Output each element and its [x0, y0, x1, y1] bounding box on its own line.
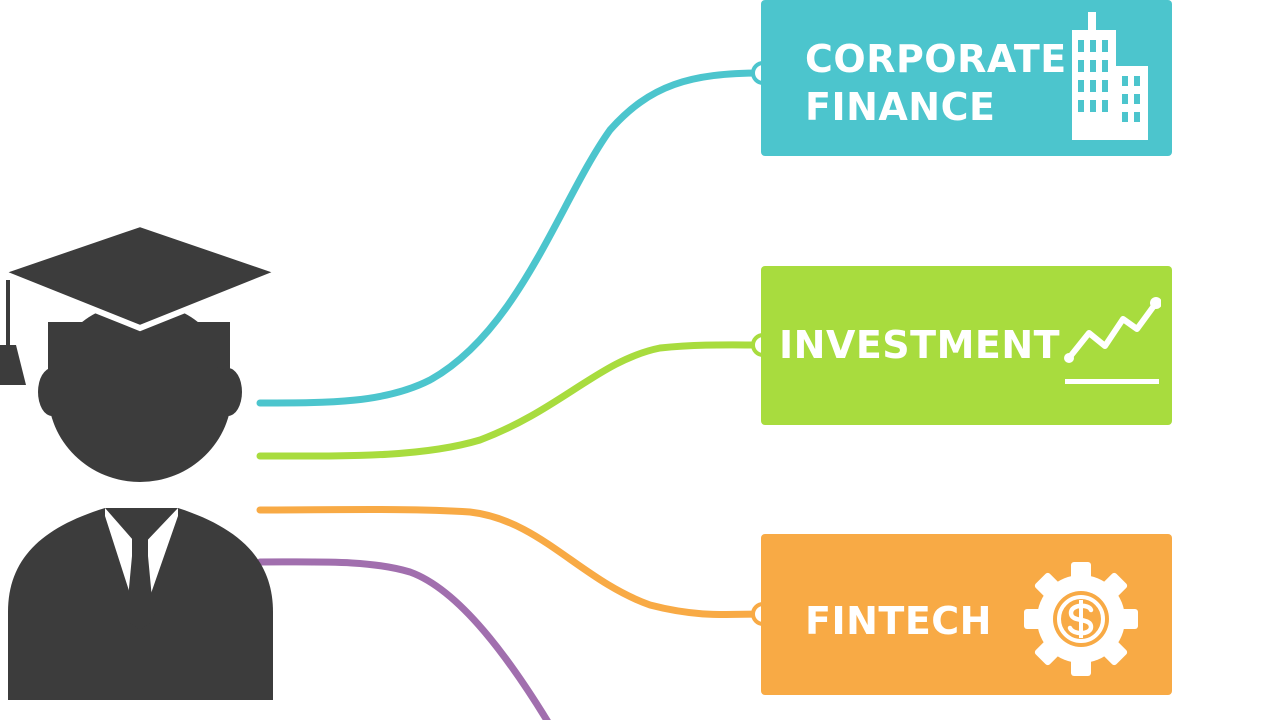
card-label-investment: INVESTMENT [779, 322, 1060, 370]
office-buildings-icon [1072, 12, 1148, 140]
connector-corporate-finance [256, 69, 766, 407]
connector-fintech [256, 506, 766, 619]
graduate-icon [0, 220, 289, 700]
card-label-line1: FINTECH [805, 599, 992, 643]
card-label-line2: FINANCE [805, 84, 996, 129]
graduate-tie [126, 538, 154, 630]
card-fintech: FINTECH [761, 534, 1172, 695]
connector-investment [256, 341, 766, 460]
card-label-line1: CORPORATE [805, 37, 1067, 81]
dollar-gear-icon [1024, 562, 1138, 676]
graduate-cap [0, 220, 289, 332]
card-label-fintech: FINTECH [805, 598, 992, 646]
card-investment: INVESTMENT [761, 266, 1172, 425]
card-label-corporate-finance: CORPORATE FINANCE [805, 36, 1067, 131]
card-label-line1: INVESTMENT [779, 323, 1061, 367]
trending-chart-icon [1064, 297, 1161, 384]
connector-fourth-branch [256, 558, 551, 720]
card-corporate-finance: CORPORATE FINANCE [761, 0, 1172, 156]
